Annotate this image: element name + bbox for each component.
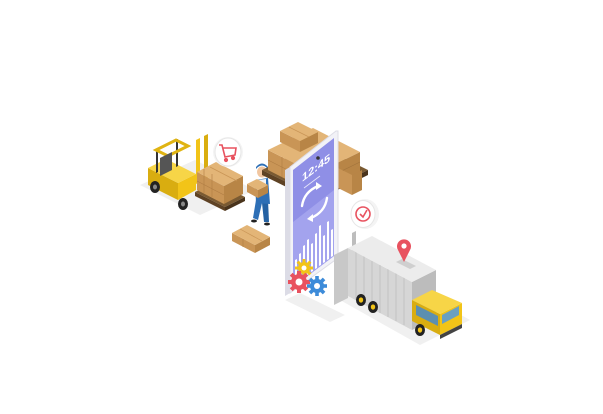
smartphone: 12:45 (285, 130, 339, 296)
sync-arrows-icon (300, 182, 329, 222)
clock-bubble (350, 199, 379, 229)
forklift-pallet-boxes (195, 162, 245, 211)
location-pin-icon (396, 239, 416, 269)
shopping-cart-bubble (213, 137, 243, 167)
gear-blue (307, 276, 327, 296)
gear-red (288, 271, 310, 293)
gears-icon (288, 259, 327, 296)
ground-boxes (232, 225, 270, 253)
clock-check-icon (355, 206, 371, 222)
delivery-truck (334, 231, 462, 339)
shopping-cart-icon (219, 144, 237, 163)
